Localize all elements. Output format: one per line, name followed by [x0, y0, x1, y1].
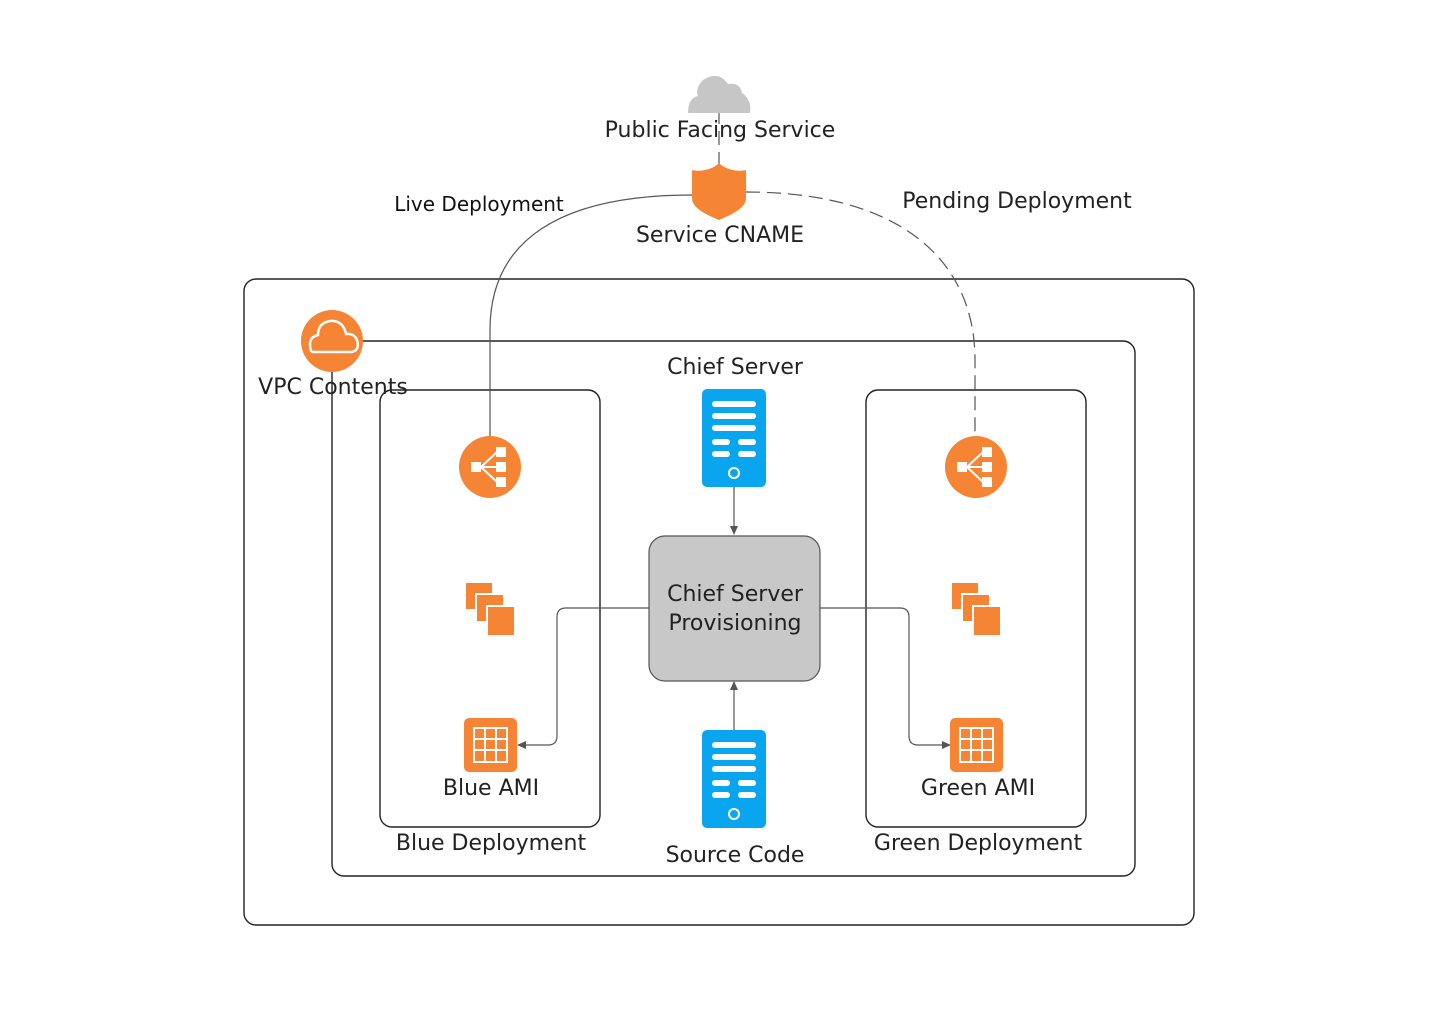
green-deployment-label: Green Deployment: [874, 831, 1083, 856]
live-deployment-connector: [489, 194, 693, 437]
vpc-container: [331, 340, 1136, 877]
provisioning-node: Chief Server Provisioning: [648, 535, 821, 682]
load-balancer-icon: [459, 436, 521, 498]
server-icon: [702, 389, 766, 487]
vpc-cloud-icon: [301, 310, 363, 372]
live-deployment-label: Live Deployment: [394, 192, 564, 216]
ec2-instances-icon: [950, 581, 1002, 637]
ami-icon: [950, 718, 1003, 772]
service-cname-label: Service CNAME: [636, 223, 804, 248]
public-service-label: Public Facing Service: [605, 118, 836, 143]
source-code-label: Source Code: [666, 843, 805, 868]
blue-deployment-label: Blue Deployment: [396, 831, 587, 856]
outer-container: [243, 278, 1195, 926]
provisioning-to-blue-ami-arrow: [517, 607, 649, 749]
blue-ami-label: Blue AMI: [443, 776, 539, 801]
route53-shield-icon: [692, 163, 746, 220]
provisioning-to-green-ami-arrow: [820, 607, 951, 749]
pending-deployment-connector: [745, 191, 976, 437]
green-ami-label: Green AMI: [921, 776, 1035, 801]
cloud-icon: [688, 75, 751, 113]
pending-deployment-label: Pending Deployment: [902, 189, 1132, 214]
ec2-instances-icon: [464, 581, 516, 637]
ami-icon: [464, 718, 517, 772]
server-icon: [702, 730, 766, 828]
vpc-contents-label: VPC Contents: [258, 375, 408, 400]
provisioning-label-line1: Chief Server: [667, 582, 804, 607]
provisioning-label-line2: Provisioning: [668, 611, 801, 636]
chief-server-label: Chief Server: [667, 355, 804, 380]
load-balancer-icon: [945, 436, 1007, 498]
